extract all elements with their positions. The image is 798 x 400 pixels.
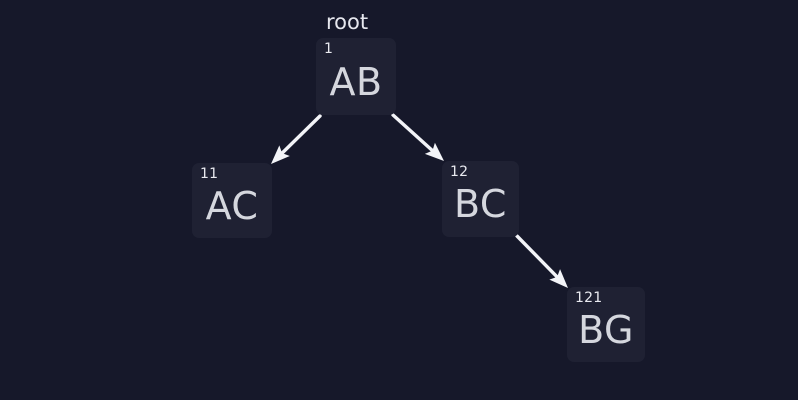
node-index: 1: [324, 41, 334, 57]
edge-ab-to-ac: [271, 114, 322, 164]
node-label: BG: [578, 307, 634, 352]
node-index: 121: [575, 290, 603, 306]
node-index: 11: [200, 166, 219, 182]
node-label: AB: [329, 59, 383, 104]
edge-shaft: [515, 234, 560, 279]
edge-shaft: [280, 114, 322, 156]
node-label: BC: [454, 182, 507, 226]
edge-shaft: [391, 113, 435, 153]
edge-bc-to-bg: [515, 234, 568, 288]
edge-arrowhead: [549, 269, 568, 288]
node-label: AC: [205, 183, 259, 228]
edge-arrowhead: [271, 145, 290, 164]
edge-arrowhead: [424, 142, 444, 161]
root-caption: root: [325, 10, 369, 34]
node-index: 12: [450, 164, 469, 180]
edge-ab-to-bc: [391, 113, 444, 161]
